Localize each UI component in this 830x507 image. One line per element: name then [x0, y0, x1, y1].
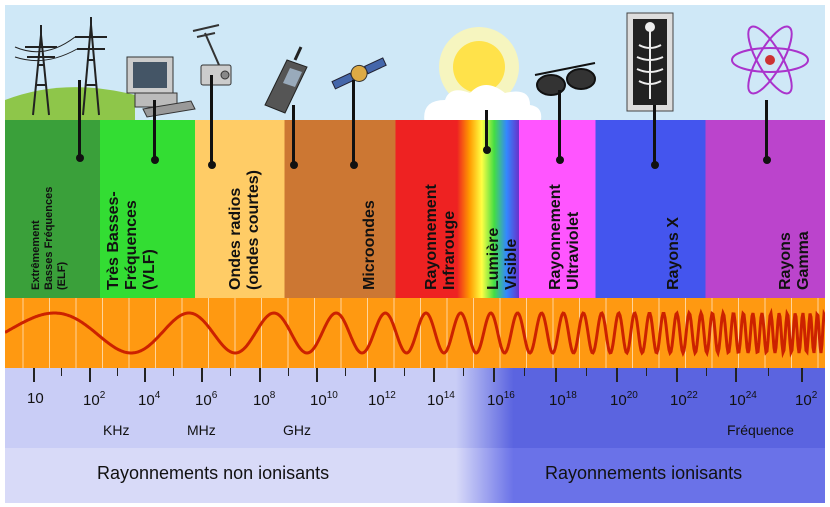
tick-mark	[89, 368, 91, 382]
frequency-scale: 10 102 104 106 108 1010 1012 1014 1016 1018 1020 10…	[5, 368, 825, 448]
minor-tick-mark	[768, 368, 769, 376]
tick-label: 102	[83, 390, 106, 409]
unit-label-mhz: MHz	[187, 422, 216, 438]
tick-label: 1024	[729, 390, 757, 409]
tick-label: 106	[195, 390, 218, 409]
pin-dot-radio	[207, 161, 216, 169]
tick-mark	[374, 368, 376, 382]
tick-mark	[144, 368, 146, 382]
radio-antenna-icon	[192, 24, 232, 86]
band-label-visible: Lumière Visible	[485, 227, 520, 290]
band-label-xray: Rayons X	[665, 217, 682, 290]
tick-mark	[676, 368, 678, 382]
minor-tick-mark	[345, 368, 346, 376]
footer-background	[5, 448, 825, 503]
tick-mark	[201, 368, 203, 382]
tick-mark	[735, 368, 737, 382]
tick-label: 1012	[368, 390, 396, 409]
computer-icon	[126, 56, 196, 118]
minor-tick-mark	[403, 368, 405, 376]
mobile-phone-icon	[264, 46, 308, 114]
pin-dot-uv	[555, 156, 564, 164]
minor-tick-mark	[646, 368, 647, 376]
pin-gamma	[765, 100, 768, 160]
minor-tick-mark	[585, 368, 587, 376]
band-label-radio: Ondes radios (ondes courtes)	[227, 169, 262, 290]
minor-tick-mark	[172, 368, 174, 376]
pin-dot-micro	[289, 161, 298, 169]
pin-dot-vlf	[150, 156, 159, 164]
minor-tick-mark	[116, 368, 118, 376]
tick-mark	[801, 368, 803, 382]
tick-mark	[316, 368, 318, 382]
unit-label-ghz: GHz	[283, 422, 311, 438]
pin-uv	[558, 90, 561, 160]
wave-strip	[5, 298, 825, 368]
band-label-ir: Rayonnement Infrarouge	[423, 184, 458, 290]
minor-tick-mark	[230, 368, 231, 376]
pin-ir	[352, 80, 355, 165]
tick-mark	[259, 368, 261, 382]
unit-label-khz: KHz	[103, 422, 130, 438]
pin-elf	[78, 80, 81, 158]
pin-xray	[653, 105, 656, 165]
pin-visible	[485, 110, 488, 150]
band-label-gamma: Rayons Gamma	[777, 231, 812, 290]
tick-label: 108	[253, 390, 276, 409]
tick-label: 102	[795, 390, 818, 409]
power-pylon-icon	[14, 17, 107, 116]
minor-tick-mark	[524, 368, 525, 376]
spectrum-gradient	[5, 120, 825, 298]
pin-dot-gamma	[762, 156, 771, 164]
grass-hill	[5, 87, 135, 125]
pin-dot-xray	[650, 161, 659, 169]
tick-mark	[555, 368, 557, 382]
minor-tick-mark	[287, 368, 289, 376]
tick-label: 10	[27, 390, 44, 407]
tick-label: 1016	[487, 390, 515, 409]
tick-label: 1010	[310, 390, 338, 409]
pin-vlf	[153, 100, 156, 160]
satellite-icon	[331, 57, 387, 90]
tick-mark	[616, 368, 618, 382]
pin-dot-ir	[349, 161, 358, 169]
band-label-elf: Extrêmement Basses Fréquences (ELF)	[30, 186, 68, 290]
frequency-wave	[5, 307, 825, 359]
pin-radio	[210, 75, 213, 165]
minor-tick-mark	[705, 368, 707, 376]
minor-tick-mark	[463, 368, 464, 376]
band-label-uv: Rayonnement Ultraviolet	[547, 184, 582, 290]
tick-label: 1022	[670, 390, 698, 409]
illustration-strip	[5, 5, 825, 125]
x-ray-icon	[626, 12, 674, 112]
tick-mark	[493, 368, 495, 382]
tick-label: 1020	[610, 390, 638, 409]
ionizing-label: Rayonnements ionisants	[545, 463, 743, 483]
tick-mark	[433, 368, 435, 382]
sun-icon	[424, 27, 542, 125]
tick-label: 1018	[549, 390, 577, 409]
ionization-footer: Rayonnements non ionisants Rayonnements …	[5, 448, 825, 503]
pin-dot-visible	[482, 146, 491, 154]
band-label-micro: Microondes	[361, 200, 378, 290]
tick-mark	[33, 368, 35, 382]
band-label-vlf: Très Basses- Fréquences (VLF)	[105, 191, 158, 290]
unit-label-axis: Fréquence	[727, 422, 794, 438]
minor-tick-mark	[61, 368, 62, 376]
scale-background	[5, 368, 825, 448]
spectrum-bands: Extrêmement Basses Fréquences (ELF) Très …	[5, 75, 825, 298]
tick-label: 104	[138, 390, 161, 409]
non-ionizing-label: Rayonnements non ionisants	[97, 463, 330, 483]
pin-dot-elf	[75, 154, 84, 162]
pin-micro	[292, 105, 295, 165]
atom-icon	[731, 25, 809, 95]
tick-label: 1014	[427, 390, 455, 409]
